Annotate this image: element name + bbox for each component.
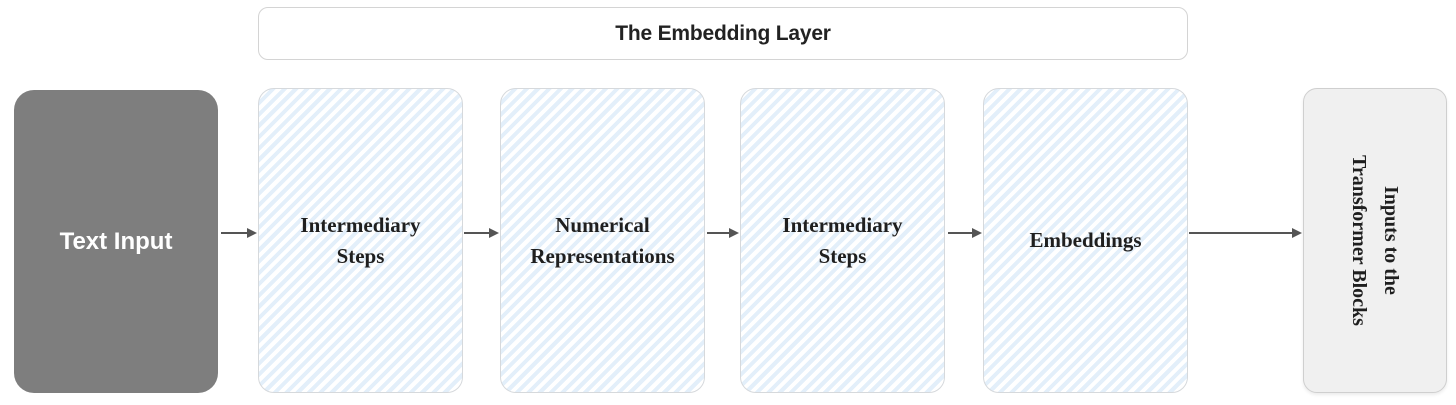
node-label: Embeddings — [1029, 228, 1142, 253]
node-transformer-inputs: Inputs to the Transformer Blocks — [1303, 88, 1447, 393]
diagram-title: The Embedding Layer — [615, 21, 831, 45]
flow-arrow-icon — [221, 232, 255, 234]
node-text-input-label: Text Input — [59, 227, 173, 255]
node-intermediary-steps-2: Intermediary Steps — [740, 88, 945, 393]
node-label: Intermediary Steps — [782, 213, 903, 268]
flow-arrow-icon — [948, 232, 980, 234]
flow-arrow-icon — [707, 232, 737, 234]
node-intermediary-steps-1: Intermediary Steps — [258, 88, 463, 393]
node-text-input: Text Input — [14, 90, 218, 393]
node-label: Numerical Representations — [530, 213, 675, 268]
flow-arrow-icon — [464, 232, 497, 234]
node-label-vertical: Inputs to the Transformer Blocks — [1348, 155, 1402, 326]
node-label: Intermediary Steps — [300, 213, 421, 268]
title-box: The Embedding Layer — [258, 7, 1188, 60]
node-numerical-representations: Numerical Representations — [500, 88, 705, 393]
node-embeddings: Embeddings — [983, 88, 1188, 393]
flow-arrow-icon — [1189, 232, 1300, 234]
